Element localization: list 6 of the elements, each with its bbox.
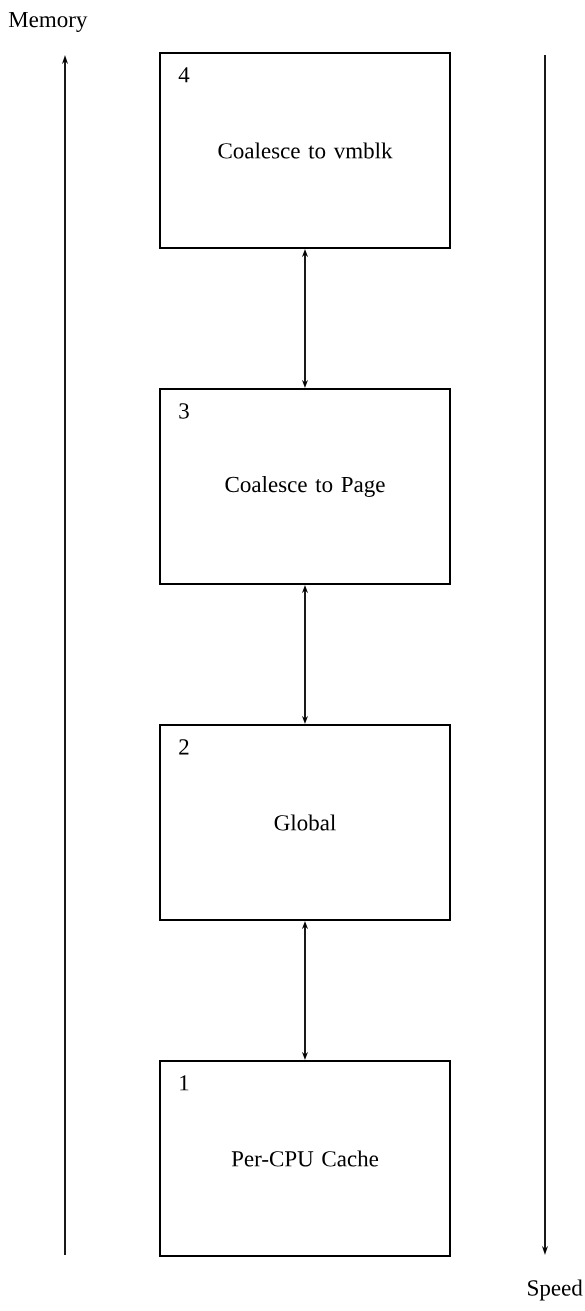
process-box: Coalesce to Page 3 <box>159 388 451 585</box>
process-box: Global 2 <box>159 724 451 921</box>
process-box: Per-CPU Cache 1 <box>159 1060 451 1257</box>
axis-label: Memory <box>8 11 88 32</box>
axis-label: Speed <box>528 1279 583 1301</box>
process-box: Coalesce to vmblk 4 <box>159 52 451 249</box>
